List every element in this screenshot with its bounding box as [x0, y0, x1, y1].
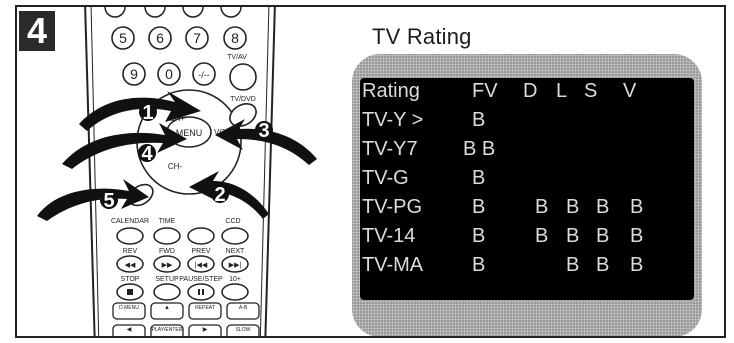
key-6-label: 6 — [156, 30, 164, 46]
header-d: D — [523, 80, 538, 102]
row-3-rating: TV-G — [362, 167, 409, 189]
svg-text:▶: ▶ — [203, 327, 208, 333]
tvdvd-label: TV/DVD — [230, 96, 256, 103]
setup-label: SETUP — [155, 276, 179, 283]
row-2-rating: TV-Y7 — [362, 138, 418, 160]
key-dash — [192, 62, 216, 86]
nav-row[interactable] — [112, 324, 260, 338]
transport-row[interactable]: ◀◀ ▶▶ |◀◀ ▶▶| — [116, 255, 249, 273]
row-6-s: B — [596, 254, 610, 276]
key-6 — [148, 26, 172, 50]
row-6-l: B — [566, 254, 580, 276]
key-8-label: 8 — [231, 30, 239, 46]
menu-label: MENU — [176, 128, 203, 138]
row-1-rating: TV-Y > — [362, 109, 424, 131]
number-keys-row-2[interactable]: 9 0 -/-- — [122, 62, 257, 91]
menu-row[interactable] — [112, 302, 260, 320]
row-4-rating: TV-PG — [362, 196, 423, 218]
header-fv: FV — [472, 80, 498, 102]
row-2-fv: B B — [463, 138, 496, 160]
stop-label: STOP — [121, 276, 140, 283]
fwd-label: FWD — [159, 248, 175, 255]
row-4-fv: B — [472, 196, 486, 218]
header-s: S — [584, 80, 598, 102]
next-label: NEXT — [226, 248, 245, 255]
row-6-v: B — [630, 254, 644, 276]
pausestep-label: PAUSE/STEP — [179, 276, 223, 283]
key-dash-label: -/-- — [198, 70, 210, 80]
row-4-v: B — [630, 196, 644, 218]
chminus-label: CH- — [168, 162, 183, 171]
row-6-rating: TV-MA — [362, 254, 424, 276]
key-7-label: 7 — [193, 30, 201, 46]
svg-text:▶▶: ▶▶ — [162, 262, 173, 269]
function-row-1[interactable] — [116, 227, 249, 245]
key-5 — [111, 26, 135, 50]
tvdvd-button[interactable] — [226, 99, 260, 130]
ab-label: A-B — [239, 305, 248, 311]
key-0-label: 0 — [165, 66, 173, 82]
svg-text:◀: ◀ — [127, 327, 132, 333]
svg-text:▲: ▲ — [164, 305, 170, 311]
callout-4: 4 — [141, 143, 153, 165]
dmenu-label: D.MENU — [119, 305, 139, 311]
playback-row[interactable] — [116, 283, 249, 301]
svg-text:◀◀: ◀◀ — [125, 262, 136, 269]
calendar-label: CALENDAR — [111, 218, 149, 225]
key-9-label: 9 — [130, 66, 138, 82]
slow-label: SLOW — [236, 327, 251, 333]
header-rating: Rating — [362, 80, 420, 102]
row-4-s: B — [596, 196, 610, 218]
prev-label: PREV — [191, 248, 210, 255]
row-4-l: B — [566, 196, 580, 218]
callout-1: 1 — [142, 102, 153, 124]
tvav-label: TV/AV — [227, 54, 247, 61]
key-8 — [223, 26, 247, 50]
playenter-label: PLAY/ENTER — [152, 327, 183, 333]
key-5-label: 5 — [119, 30, 127, 46]
row-1-fv: B — [472, 109, 486, 131]
callout-arrows: 1 4 5 3 2 — [37, 91, 317, 221]
svg-text:▶▶|: ▶▶| — [229, 262, 242, 269]
callout-3: 3 — [258, 120, 269, 142]
svg-text:|◀◀: |◀◀ — [195, 262, 208, 269]
key-0 — [157, 62, 181, 86]
row-5-s: B — [596, 225, 610, 247]
step-badge: 4 — [19, 11, 55, 51]
panel-title: TV Rating — [372, 24, 472, 49]
key-7 — [185, 26, 209, 50]
header-v: V — [623, 80, 637, 102]
chplus-label: CH+ — [169, 114, 186, 123]
row-5-l: B — [566, 225, 580, 247]
row-4-d: B — [535, 196, 549, 218]
remote-illustration: 5 6 7 8 TV/AV 9 0 -/-- TV/DVD MENU CH+ — [17, 7, 337, 338]
callout-5: 5 — [103, 190, 114, 212]
row-5-v: B — [630, 225, 644, 247]
row-5-d: B — [535, 225, 549, 247]
tvav-button — [229, 63, 257, 91]
callout-2: 2 — [214, 184, 225, 206]
tv-screen: Rating FV D L S V TV-Y > B TV-Y7 B B TV-… — [360, 78, 694, 300]
tv-screen-bezel: Rating FV D L S V TV-Y > B TV-Y7 B B TV-… — [352, 54, 702, 336]
rev-label: REV — [123, 248, 138, 255]
row-3-fv: B — [472, 167, 486, 189]
number-keys-row-1[interactable]: 5 6 7 8 — [111, 26, 247, 50]
plus10-label: 10+ — [229, 276, 241, 283]
row-5-rating: TV-14 — [362, 225, 416, 247]
header-l: L — [556, 80, 568, 102]
key-9 — [122, 62, 146, 86]
row-5-fv: B — [472, 225, 486, 247]
ccd-label: CCD — [225, 218, 240, 225]
repeat-label: REPEAT — [195, 305, 215, 311]
time-label: TIME — [159, 218, 176, 225]
row-6-fv: B — [472, 254, 486, 276]
instruction-frame: 4 5 6 7 8 — [15, 5, 726, 338]
